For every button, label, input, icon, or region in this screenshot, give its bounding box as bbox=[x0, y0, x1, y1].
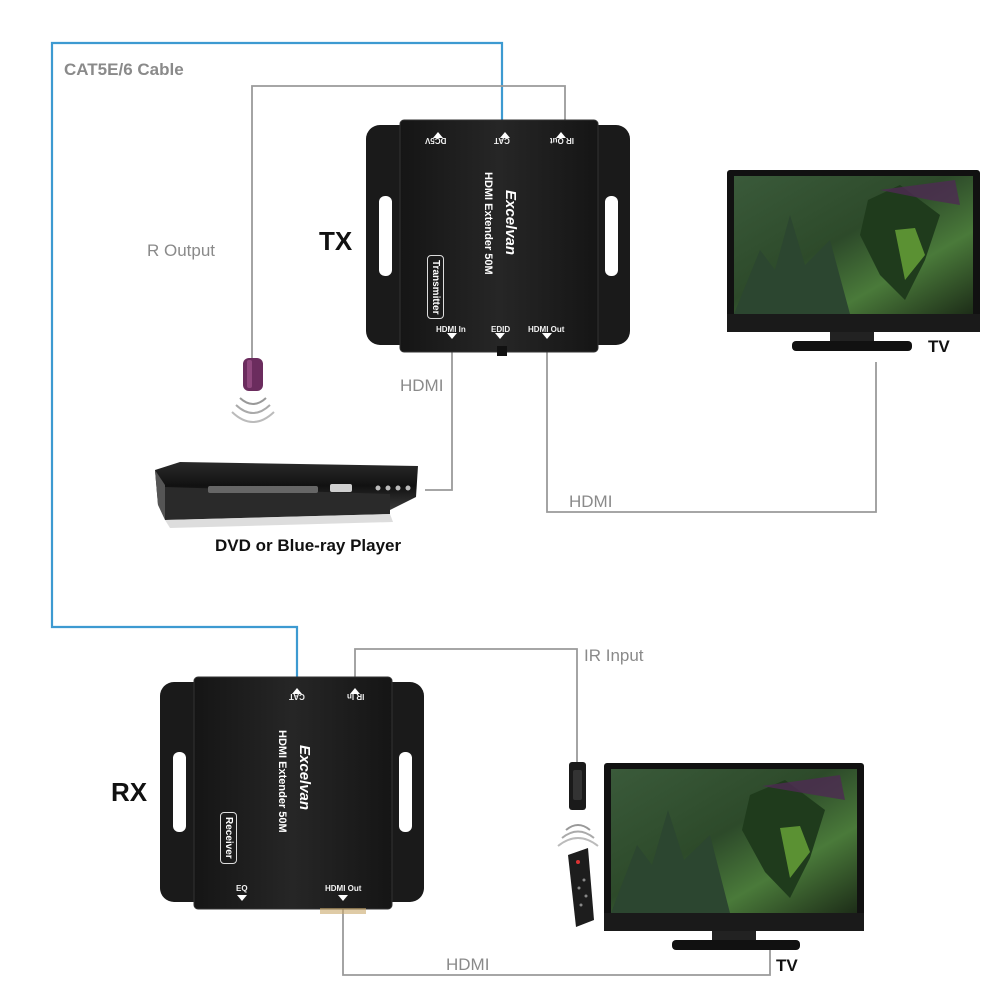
tx-port-edid: EDID bbox=[491, 325, 511, 334]
rx-port-cat: CAT bbox=[289, 692, 305, 701]
cat-cable-line bbox=[50, 41, 504, 680]
tx-port-hdmi-out: HDMI Out bbox=[528, 325, 565, 334]
hdmi-in-wire bbox=[425, 345, 453, 491]
rx-port-eq: EQ bbox=[236, 884, 248, 893]
tx-label: TX bbox=[319, 226, 353, 256]
transmitter-device bbox=[366, 119, 630, 356]
rx-port-hdmi-out: HDMI Out bbox=[325, 884, 362, 893]
rx-brand: Excelvan bbox=[296, 745, 313, 811]
r-output-label: R Output bbox=[147, 241, 216, 260]
tx-port-dc: DC5V bbox=[425, 136, 447, 145]
tx-brand: Excelvan bbox=[502, 190, 519, 256]
tv-bottom-label: TV bbox=[776, 956, 798, 975]
rx-model: HDMI Extender 50M bbox=[276, 730, 288, 833]
hdmi-out-wire-bottom bbox=[342, 905, 771, 976]
ir-out-wire bbox=[251, 85, 566, 360]
ir-input-label: IR Input bbox=[584, 646, 644, 665]
ir-in-wire bbox=[354, 648, 578, 762]
rx-badge: Receiver bbox=[220, 812, 237, 864]
tv-bottom-illustration bbox=[604, 763, 864, 950]
ir-emitter bbox=[231, 358, 275, 423]
receiver-device bbox=[160, 676, 424, 914]
rx-port-ir-in: IR In bbox=[347, 692, 365, 701]
hdmi-in-label: HDMI bbox=[400, 376, 444, 395]
cable-label: CAT5E/6 Cable bbox=[64, 60, 184, 79]
tx-model: HDMI Extender 50M bbox=[482, 172, 494, 275]
tx-badge: Transmitter bbox=[427, 255, 444, 320]
tv-top-illustration bbox=[727, 170, 980, 351]
hdmi-out-wire-top bbox=[546, 345, 877, 513]
hdmi-out-label-top: HDMI bbox=[569, 492, 613, 511]
dvd-player-illustration bbox=[155, 462, 418, 528]
ir-receiver-remote bbox=[557, 762, 599, 927]
tx-port-cat: CAT bbox=[494, 136, 510, 145]
tx-port-ir-out: IR Out bbox=[550, 136, 574, 145]
tx-port-hdmi-in: HDMI In bbox=[436, 325, 466, 334]
rx-label: RX bbox=[111, 777, 148, 807]
hdmi-out-label-bottom: HDMI bbox=[446, 955, 490, 974]
tv-top-label: TV bbox=[928, 337, 950, 356]
dvd-player-label: DVD or Blue-ray Player bbox=[215, 536, 402, 555]
